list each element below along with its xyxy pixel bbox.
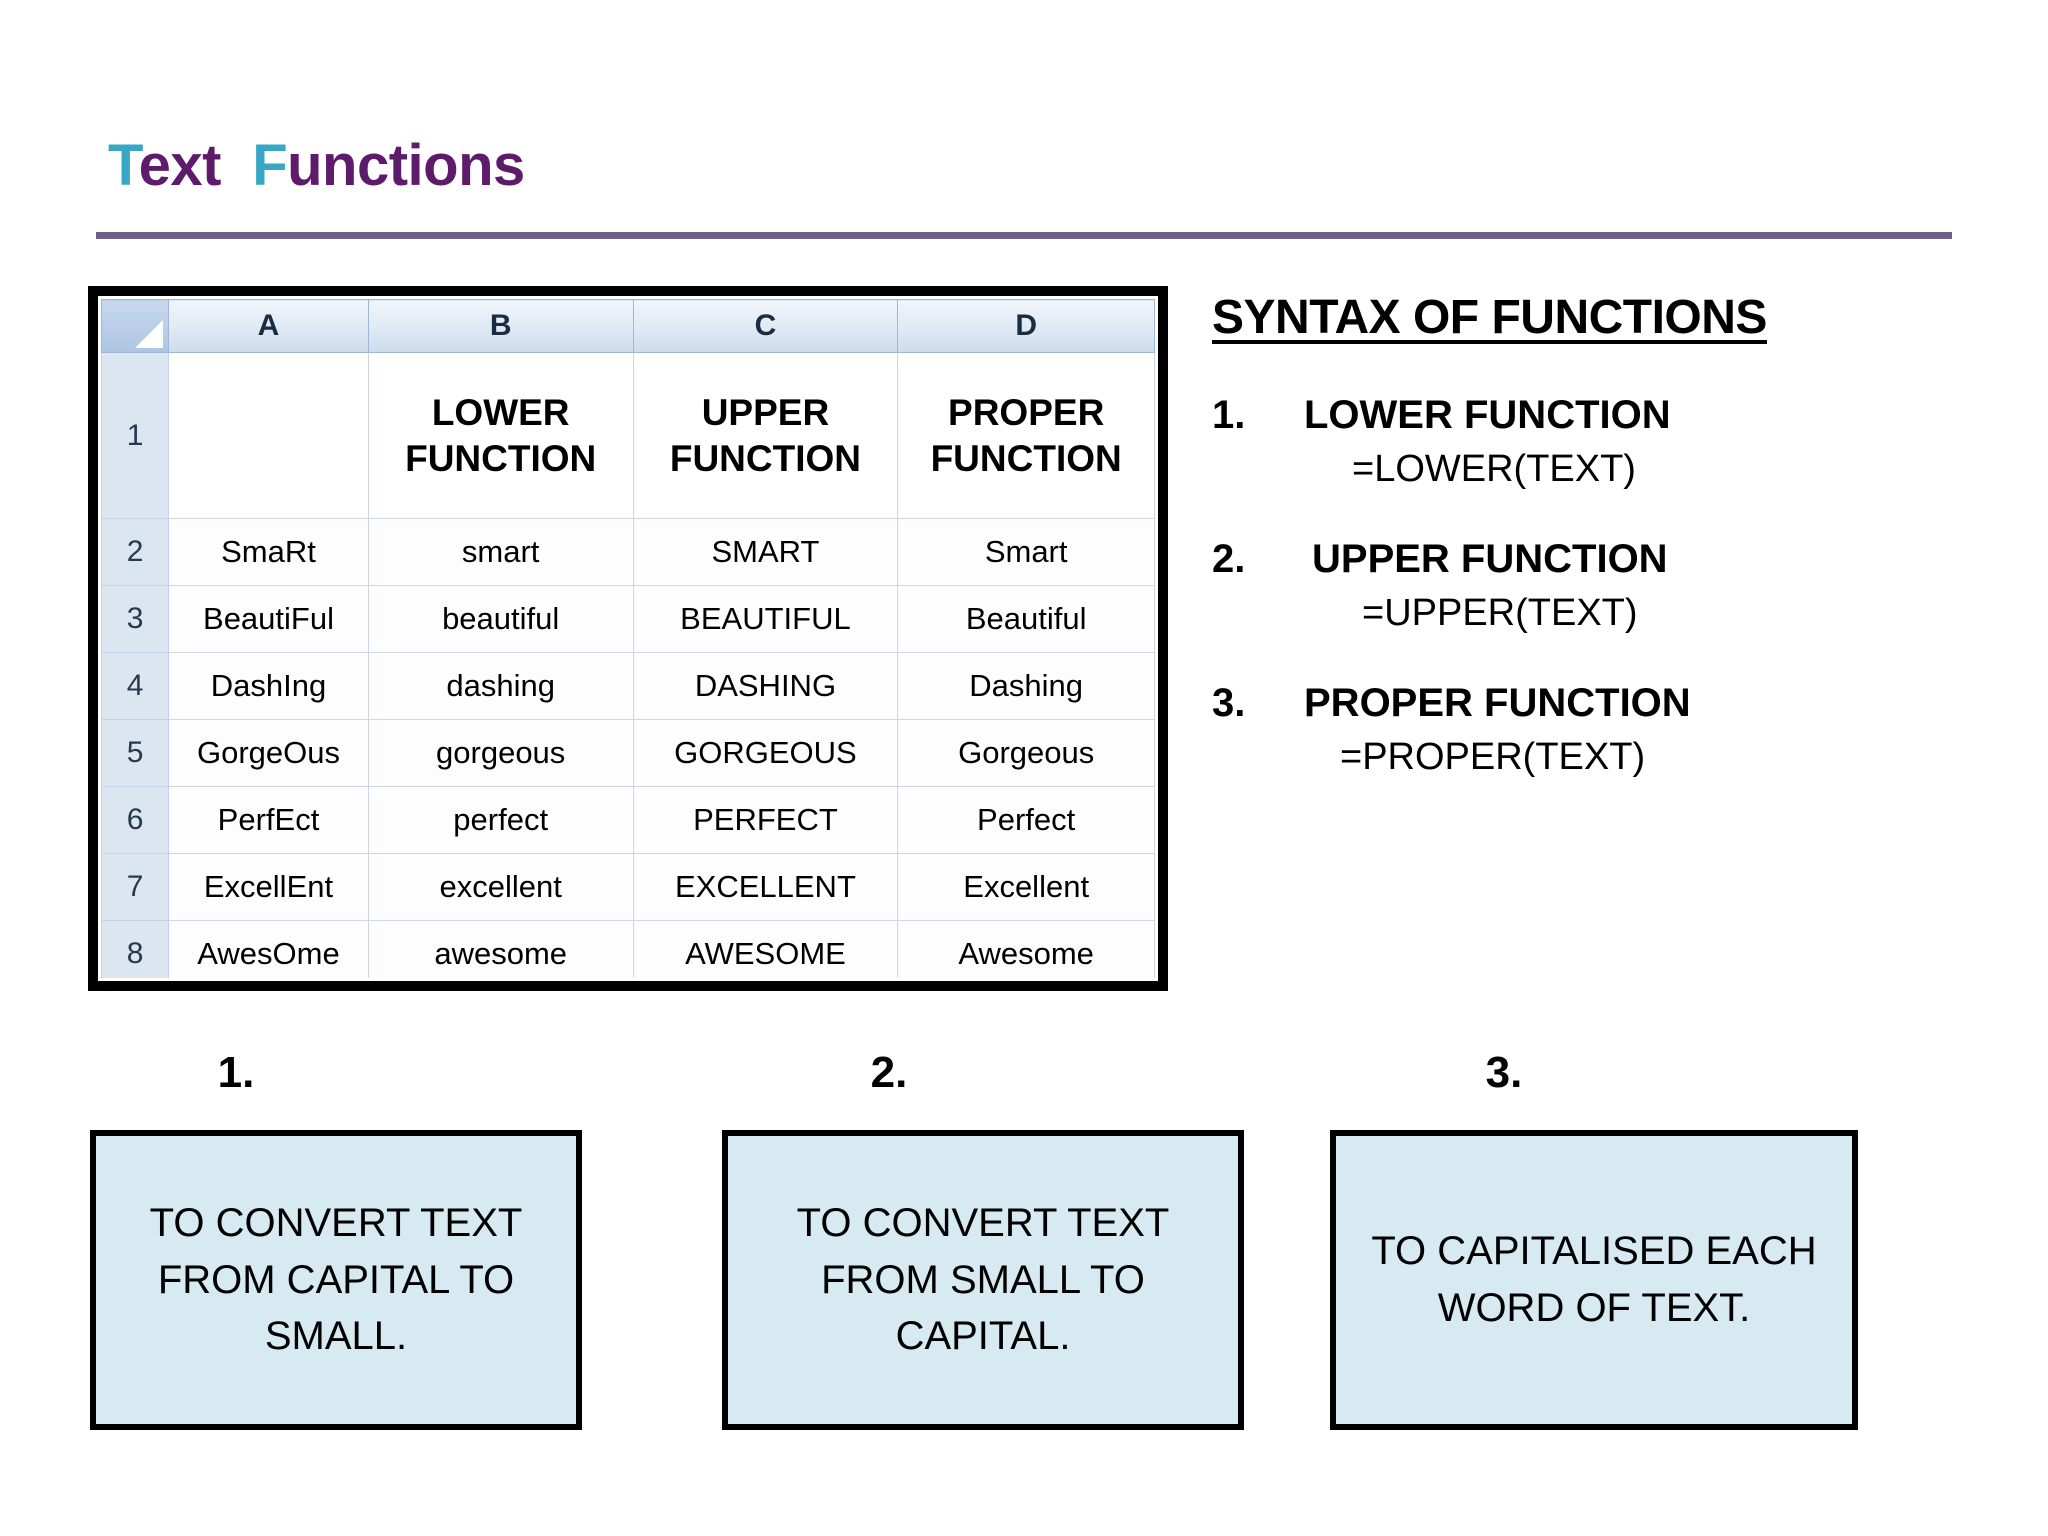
description-group-3: 3. TO CAPITALISED EACH WORD OF TEXT. (1330, 1048, 1858, 1430)
cell-b8[interactable]: awesome (367, 920, 634, 978)
row-number-8[interactable]: 8 (101, 920, 170, 978)
syntax-item-proper: 3. PROPER FUNCTION =PROPER(TEXT) (1212, 681, 2002, 779)
description-number-1: 1. (217, 1048, 255, 1097)
cell-b2[interactable]: smart (367, 518, 634, 586)
syntax-item-formula-1: =LOWER(TEXT) (1352, 448, 1636, 490)
spreadsheet-screenshot: A B C D 1 LOWER FUNCTION UPPER FUNCTION … (88, 286, 1168, 991)
title-text-accent-1: T (108, 133, 139, 198)
cell-a2[interactable]: SmaRt (168, 518, 369, 586)
syntax-item-upper: 2. UPPER FUNCTION =UPPER(TEXT) (1212, 537, 2002, 635)
row-number-3[interactable]: 3 (101, 585, 170, 653)
table-row: 5 GorgeOus gorgeous GORGEOUS Gorgeous (101, 719, 1155, 787)
syntax-item-lower: 1. LOWER FUNCTION =LOWER(TEXT) (1212, 393, 2002, 491)
spreadsheet-grid: A B C D 1 LOWER FUNCTION UPPER FUNCTION … (98, 296, 1158, 981)
cell-c1[interactable]: UPPER FUNCTION (632, 352, 899, 519)
column-header-a[interactable]: A (168, 299, 369, 353)
syntax-item-name-3: PROPER FUNCTION (1304, 681, 1691, 725)
cell-d8[interactable]: Awesome (897, 920, 1155, 978)
row-number-1[interactable]: 1 (101, 352, 170, 519)
cell-c5[interactable]: GORGEOUS (632, 719, 899, 787)
row-number-7[interactable]: 7 (101, 853, 170, 921)
cell-b6[interactable]: perfect (367, 786, 634, 854)
cell-b1[interactable]: LOWER FUNCTION (367, 352, 634, 519)
cell-a4[interactable]: DashIng (168, 652, 369, 720)
column-header-b[interactable]: B (367, 299, 634, 353)
cell-a3[interactable]: BeautiFul (168, 585, 369, 653)
title-text-accent-2: F (252, 133, 288, 198)
description-number-3: 3. (1485, 1048, 1523, 1097)
table-row: 3 BeautiFul beautiful BEAUTIFUL Beautifu… (101, 585, 1155, 653)
select-all-corner[interactable] (101, 299, 170, 353)
cell-c6[interactable]: PERFECT (632, 786, 899, 854)
title-text-main-2: unctions (287, 133, 525, 198)
cell-c3[interactable]: BEAUTIFUL (632, 585, 899, 653)
cell-b5[interactable]: gorgeous (367, 719, 634, 787)
row-number-4[interactable]: 4 (101, 652, 170, 720)
cell-c8[interactable]: AWESOME (632, 920, 899, 978)
column-header-c[interactable]: C (632, 299, 899, 353)
cell-d2[interactable]: Smart (897, 518, 1155, 586)
table-row: 7 ExcellEnt excellent EXCELLENT Excellen… (101, 853, 1155, 921)
syntax-panel: SYNTAX OF FUNCTIONS 1. LOWER FUNCTION =L… (1212, 290, 2002, 825)
row-number-6[interactable]: 6 (101, 786, 170, 854)
cell-d7[interactable]: Excellent (897, 853, 1155, 921)
column-header-row: A B C D (101, 299, 1155, 353)
cell-a1[interactable] (168, 352, 369, 519)
column-header-d[interactable]: D (897, 299, 1155, 353)
cell-c4[interactable]: DASHING (632, 652, 899, 720)
row-number-2[interactable]: 2 (101, 518, 170, 586)
cell-a8[interactable]: AwesOme (168, 920, 369, 978)
syntax-item-formula-2: =UPPER(TEXT) (1362, 592, 1638, 634)
table-row: 2 SmaRt smart SMART Smart (101, 518, 1155, 586)
cell-d6[interactable]: Perfect (897, 786, 1155, 854)
syntax-item-number-3: 3. (1212, 681, 1246, 725)
cell-d4[interactable]: Dashing (897, 652, 1155, 720)
cell-d5[interactable]: Gorgeous (897, 719, 1155, 787)
description-box-proper: TO CAPITALISED EACH WORD OF TEXT. (1330, 1130, 1858, 1430)
table-row: 1 LOWER FUNCTION UPPER FUNCTION PROPER F… (101, 352, 1155, 519)
cell-a6[interactable]: PerfEct (168, 786, 369, 854)
description-number-2: 2. (870, 1048, 908, 1097)
page-title: Text Functions (108, 132, 525, 199)
select-all-triangle-icon (135, 320, 164, 348)
cell-c7[interactable]: EXCELLENT (632, 853, 899, 921)
syntax-heading: SYNTAX OF FUNCTIONS (1212, 291, 1767, 344)
cell-b7[interactable]: excellent (367, 853, 634, 921)
cell-a5[interactable]: GorgeOus (168, 719, 369, 787)
cell-b3[interactable]: beautiful (367, 585, 634, 653)
description-box-upper: TO CONVERT TEXT FROM SMALL TO CAPITAL. (722, 1130, 1244, 1430)
syntax-item-number-1: 1. (1212, 393, 1246, 437)
table-row: 6 PerfEct perfect PERFECT Perfect (101, 786, 1155, 854)
row-number-5[interactable]: 5 (101, 719, 170, 787)
cell-a7[interactable]: ExcellEnt (168, 853, 369, 921)
title-text-main-1: ext (138, 133, 222, 198)
table-row: 8 AwesOme awesome AWESOME Awesome (101, 920, 1155, 978)
syntax-item-name-2: UPPER FUNCTION (1312, 537, 1668, 581)
syntax-item-name-1: LOWER FUNCTION (1304, 393, 1671, 437)
cell-b4[interactable]: dashing (367, 652, 634, 720)
table-row: 4 DashIng dashing DASHING Dashing (101, 652, 1155, 720)
cell-c2[interactable]: SMART (632, 518, 899, 586)
syntax-item-number-2: 2. (1212, 537, 1246, 581)
description-box-lower: TO CONVERT TEXT FROM CAPITAL TO SMALL. (90, 1130, 582, 1430)
description-group-2: 2. TO CONVERT TEXT FROM SMALL TO CAPITAL… (722, 1048, 1244, 1430)
description-group-1: 1. TO CONVERT TEXT FROM CAPITAL TO SMALL… (90, 1048, 582, 1430)
cell-d3[interactable]: Beautiful (897, 585, 1155, 653)
cell-d1[interactable]: PROPER FUNCTION (897, 352, 1155, 519)
syntax-item-formula-3: =PROPER(TEXT) (1340, 736, 1646, 778)
title-divider-rule (96, 232, 1952, 239)
